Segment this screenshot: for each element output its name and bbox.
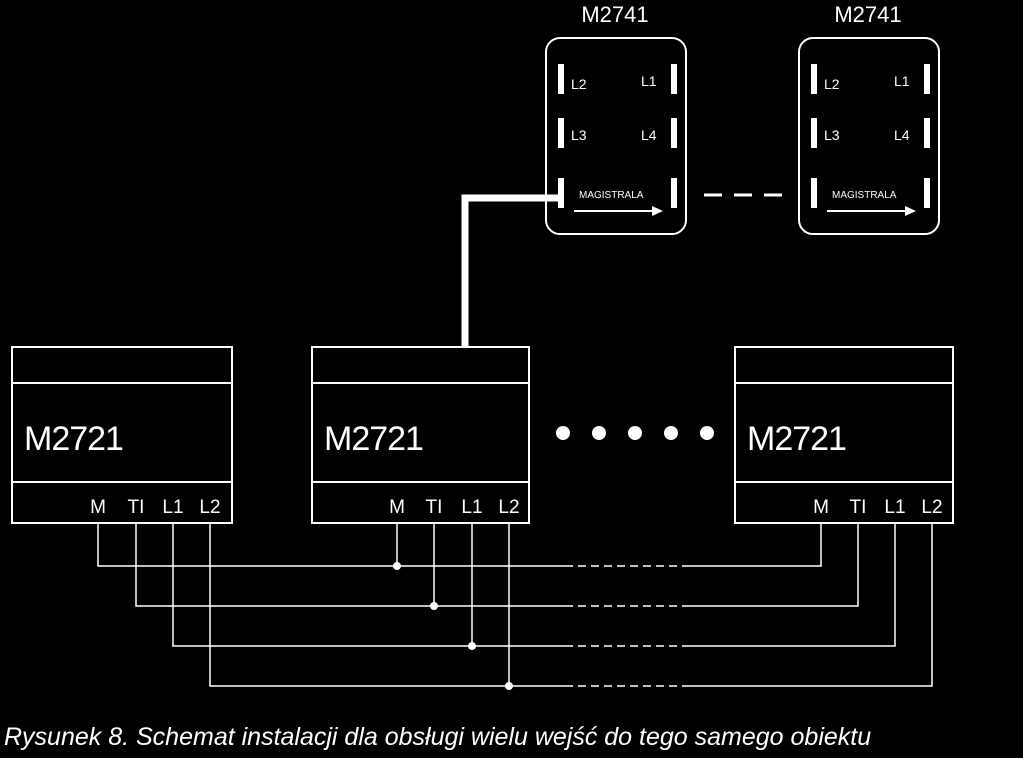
terminal-block <box>924 118 930 148</box>
junctions <box>393 562 513 690</box>
pin-label-l2: L2 <box>199 497 220 518</box>
figure-caption: Rysunek 8. Schemat instalacji dla obsług… <box>4 723 872 751</box>
module-body <box>11 346 233 524</box>
wire-ti <box>135 523 565 607</box>
terminal-label-l2: L2 <box>824 76 840 92</box>
pin-label-ti: TI <box>426 497 443 518</box>
wire-m <box>97 523 565 567</box>
terminal-label-l3: L3 <box>571 127 587 143</box>
ellipsis-dot <box>700 426 714 440</box>
bus-cable <box>461 194 558 346</box>
pin-label-ti: TI <box>128 497 145 518</box>
terminal-block <box>558 118 564 148</box>
terminal-label-l1: L1 <box>641 73 657 89</box>
terminal-block <box>558 178 564 208</box>
pin-label-m: M <box>813 497 829 518</box>
expander-title: M2741 <box>581 2 648 27</box>
expander-m2741-2: M2741 L2 L1 L3 L4 MAGISTRALA <box>798 2 940 235</box>
terminal-block <box>671 118 677 148</box>
wire-l1 <box>690 523 896 647</box>
junction-dot <box>430 602 438 610</box>
pin-label-m: M <box>90 497 106 518</box>
ellipsis-dot <box>556 426 570 440</box>
arrow-head-icon <box>905 206 916 216</box>
pin-label-l1: L1 <box>162 497 183 518</box>
wire-m <box>690 523 822 567</box>
ellipsis-dot <box>592 426 606 440</box>
bus-label: MAGISTRALA <box>832 190 897 201</box>
ellipsis-dot <box>628 426 642 440</box>
bus-label: MAGISTRALA <box>579 190 644 201</box>
wiring <box>97 523 933 687</box>
module-body <box>734 346 954 524</box>
terminal-block <box>924 64 930 94</box>
junction-dot <box>505 682 513 690</box>
terminal-block <box>811 64 817 94</box>
ellipsis-dot <box>664 426 678 440</box>
wire-ti <box>690 523 859 607</box>
pin-label-l2: L2 <box>921 497 942 518</box>
module-body <box>311 346 530 524</box>
pin-label-m: M <box>389 497 405 518</box>
module-m2721-1: M2721 M TI L1 L2 <box>11 346 233 524</box>
arrow-head-icon <box>652 206 663 216</box>
pin-label-ti: TI <box>850 497 867 518</box>
expander-title: M2741 <box>834 2 901 27</box>
module-name: M2721 <box>747 420 846 458</box>
module-m2721-2: M2721 M TI L1 L2 <box>311 346 530 524</box>
terminal-label-l2: L2 <box>571 76 587 92</box>
terminal-block <box>671 178 677 208</box>
expander-m2741-1: M2741 L2 L1 L3 L4 MAGISTRALA <box>545 2 687 235</box>
terminal-block <box>811 178 817 208</box>
module-name: M2721 <box>324 420 423 458</box>
wire-l2 <box>209 523 565 687</box>
pin-label-l2: L2 <box>498 497 519 518</box>
wire-l1 <box>172 523 565 647</box>
junction-dot <box>393 562 401 570</box>
expander-body <box>798 37 940 235</box>
junction-dot <box>468 642 476 650</box>
module-m2721-3: M2721 M TI L1 L2 <box>734 346 954 524</box>
terminal-label-l4: L4 <box>894 127 910 143</box>
terminal-block <box>924 178 930 208</box>
module-name: M2721 <box>24 420 123 458</box>
terminal-block <box>811 118 817 148</box>
terminal-label-l1: L1 <box>894 73 910 89</box>
ellipsis-dots <box>556 426 714 440</box>
pin-label-l1: L1 <box>461 497 482 518</box>
terminal-block <box>671 64 677 94</box>
expander-body <box>545 37 687 235</box>
wire-l2 <box>690 523 933 687</box>
terminal-label-l3: L3 <box>824 127 840 143</box>
pin-label-l1: L1 <box>884 497 905 518</box>
terminal-block <box>558 64 564 94</box>
terminal-label-l4: L4 <box>641 127 657 143</box>
